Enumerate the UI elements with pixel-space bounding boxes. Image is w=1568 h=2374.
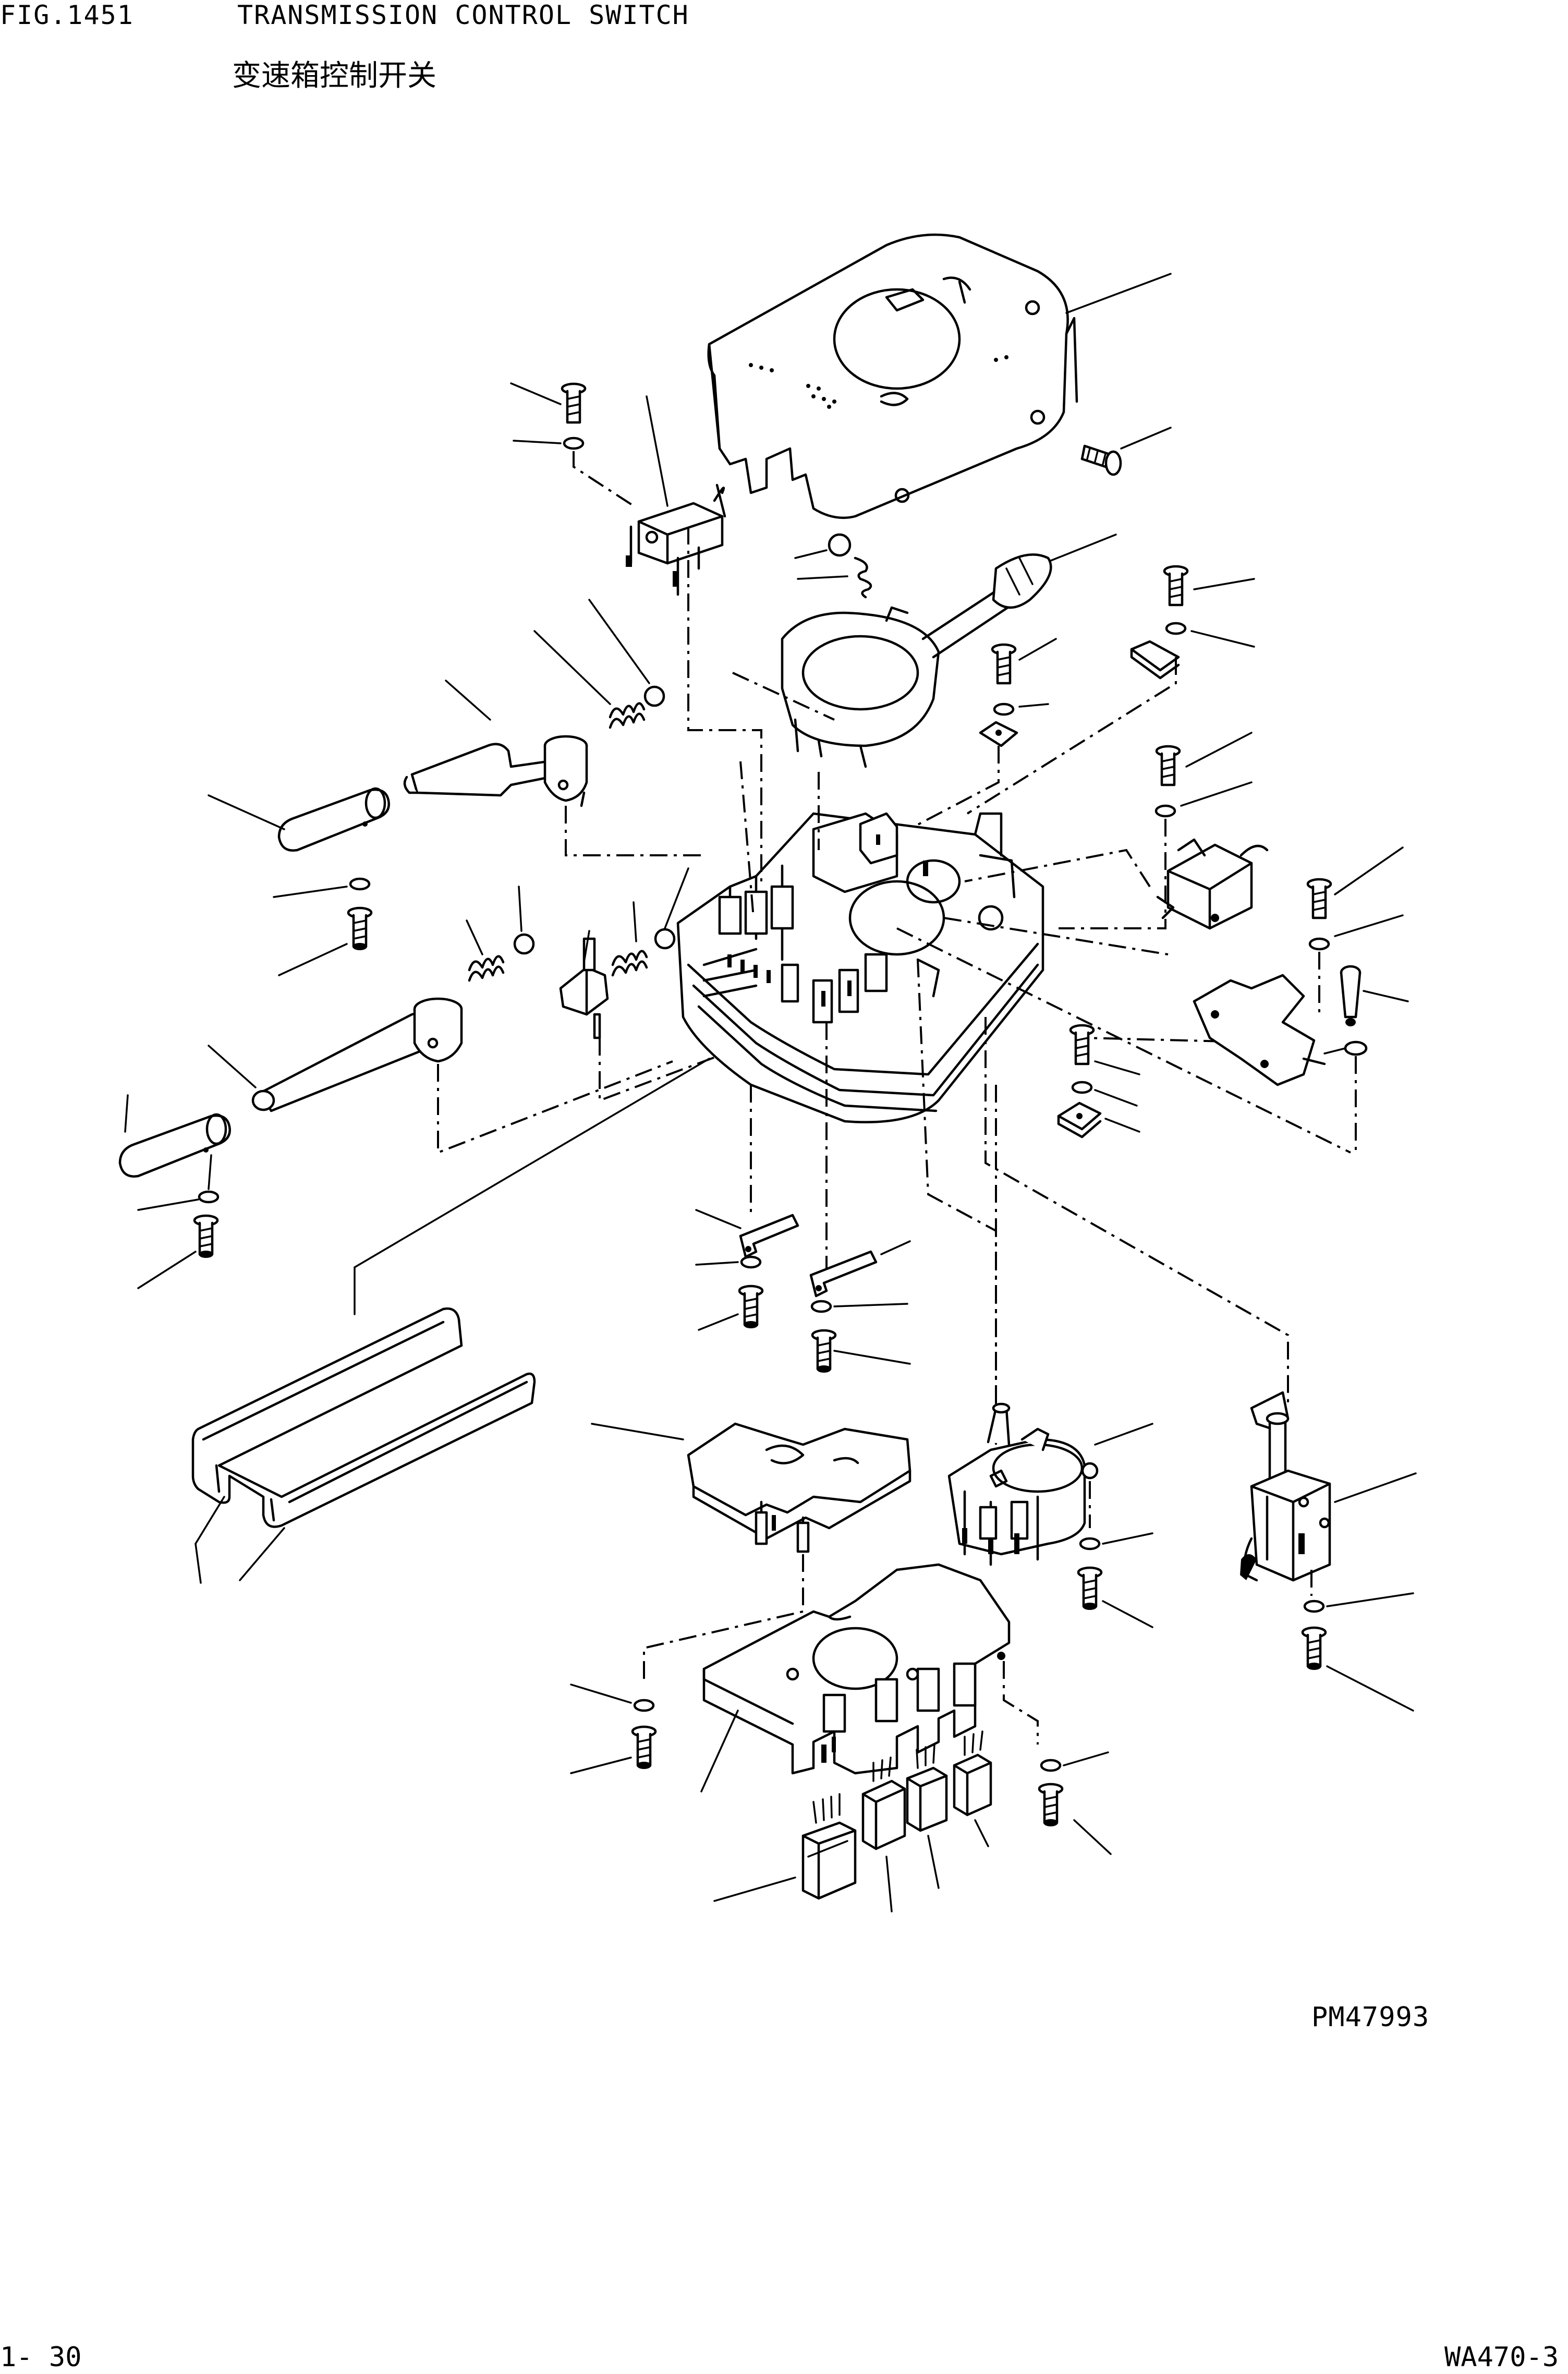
bolt <box>738 1285 764 1328</box>
bolt <box>1077 1566 1103 1610</box>
bolt <box>1301 1626 1327 1670</box>
detent-spring-clip <box>809 1250 878 1298</box>
figure-title-chinese: 变速箱控制开关 <box>232 59 436 93</box>
bolt <box>1306 878 1332 919</box>
bolt <box>631 1725 657 1769</box>
switch-cover <box>707 233 1078 519</box>
page-number: 1- 30 <box>0 2342 82 2373</box>
selector-shaft-lower <box>251 997 463 1112</box>
cover-screw <box>1080 444 1122 476</box>
drawing-reference-code: PM47993 <box>1311 2002 1430 2033</box>
connector <box>906 1743 948 1832</box>
figure-title: TRANSMISSION CONTROL SWITCH <box>237 0 689 30</box>
figure-number: FIG.1451 <box>0 0 134 30</box>
switch-bracket <box>626 483 726 596</box>
wiring-bracket <box>1193 974 1326 1086</box>
connector <box>861 1757 906 1850</box>
selector-shaft-upper <box>403 735 588 807</box>
cylinder-pin-lower <box>118 1113 231 1178</box>
detent-plunger <box>559 937 609 1039</box>
model-code: WA470-3 <box>1444 2342 1559 2373</box>
spring <box>468 955 505 982</box>
lever-handle <box>781 553 1052 768</box>
base-plate <box>702 1563 1011 1775</box>
solenoid-switch <box>1240 1391 1331 1582</box>
bolt <box>1069 1024 1095 1065</box>
connector <box>801 1793 857 1900</box>
switch-mounting-bracket <box>687 1422 911 1553</box>
bolt <box>1155 745 1181 786</box>
small-plate <box>1130 640 1180 680</box>
rotary-switch <box>947 1402 1099 1566</box>
bolt <box>991 643 1017 685</box>
bolt <box>811 1329 837 1373</box>
bolt <box>561 382 587 424</box>
micro-switch <box>1156 838 1269 930</box>
spring <box>611 950 648 977</box>
switch-housing <box>676 812 1044 1123</box>
wire-clip-frame <box>191 1307 536 1528</box>
bolt <box>1163 565 1189 607</box>
detent-spring <box>854 556 872 599</box>
bolt <box>193 1214 219 1258</box>
connector <box>953 1730 992 1816</box>
spring <box>609 702 646 729</box>
bolt <box>1038 1783 1064 1826</box>
connector-pin <box>1340 965 1362 1026</box>
bolt <box>347 906 373 950</box>
detent-spring-clip <box>739 1214 799 1258</box>
cylinder-pin-upper <box>277 787 390 852</box>
